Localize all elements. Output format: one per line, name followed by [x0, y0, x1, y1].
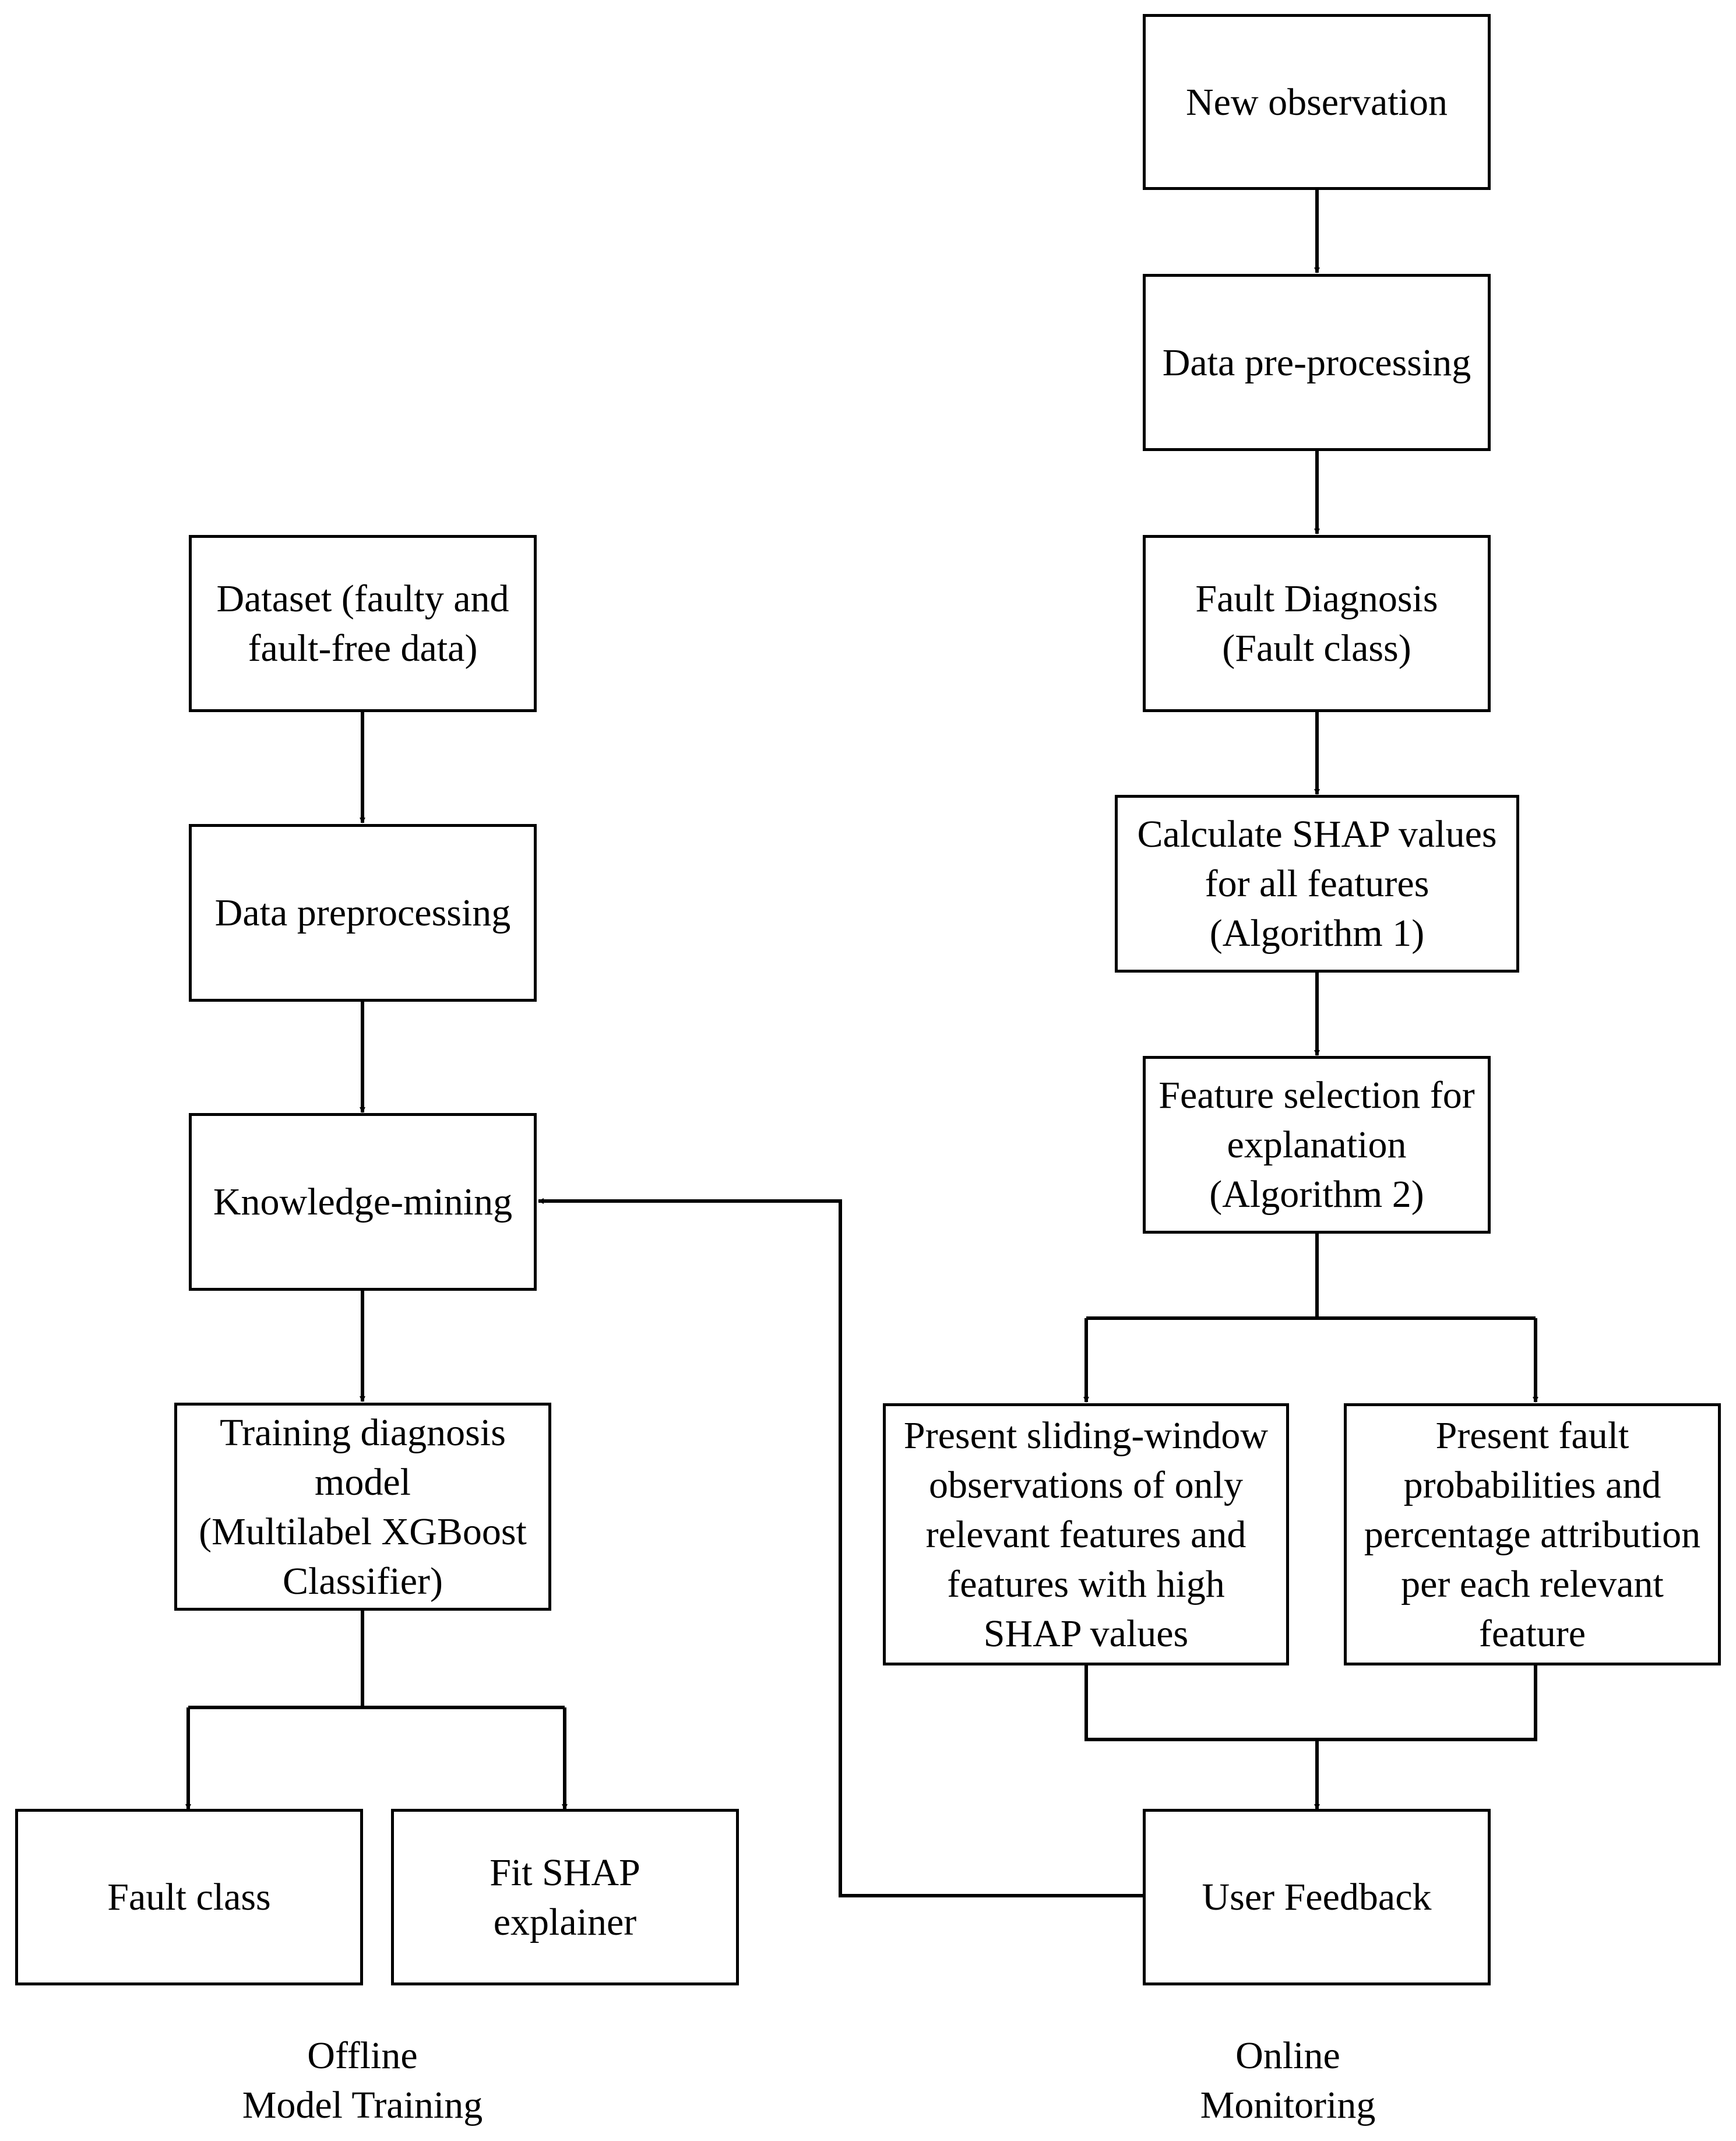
online-caption: Online Monitoring — [1200, 2034, 1376, 2126]
offline-caption: Offline Model Training — [242, 2034, 483, 2126]
training-diagnosis-model-box: Training diagnosis model (Multilabel XGB… — [174, 1403, 551, 1611]
fit-shap-explainer-label: Fit SHAP explainer — [490, 1851, 640, 1943]
fault-class-box: Fault class — [15, 1809, 363, 1985]
feature-selection-label: Feature selection for explanation (Algor… — [1158, 1074, 1475, 1216]
new-observation-label: New observation — [1185, 80, 1448, 124]
connector-presents-merge — [1084, 1664, 1537, 1741]
new-observation-box: New observation — [1143, 14, 1491, 190]
knowledge-mining-label: Knowledge-mining — [213, 1181, 513, 1223]
dataset-box: Dataset (faulty and fault-free data) — [189, 535, 537, 712]
present-sliding-window-label: Present sliding-window observations of o… — [903, 1414, 1269, 1655]
training-diagnosis-model-label: Training diagnosis model (Multilabel XGB… — [199, 1411, 527, 1603]
present-fault-probabilities-box: Present fault probabilities and percenta… — [1344, 1403, 1721, 1665]
connector-training-split — [188, 1610, 565, 1709]
feature-selection-box: Feature selection for explanation (Algor… — [1143, 1056, 1491, 1234]
fault-class-label: Fault class — [107, 1876, 271, 1918]
present-fault-probabilities-label: Present fault probabilities and percenta… — [1364, 1414, 1701, 1655]
data-pre-processing-box: Data pre-processing — [1143, 274, 1491, 451]
fault-diagnosis-label: Fault Diagnosis (Fault class) — [1195, 577, 1438, 670]
dataset-label: Dataset (faulty and fault-free data) — [216, 577, 509, 670]
knowledge-mining-box: Knowledge-mining — [189, 1113, 537, 1291]
present-sliding-window-box: Present sliding-window observations of o… — [883, 1403, 1289, 1665]
data-pre-processing-label: Data pre-processing — [1162, 341, 1471, 384]
calculate-shap-values-box: Calculate SHAP values for all features (… — [1115, 795, 1519, 973]
data-preprocessing-label: Data preprocessing — [214, 892, 511, 934]
fit-shap-explainer-box: Fit SHAP explainer — [391, 1809, 739, 1985]
connector-feature-selection-split — [1086, 1233, 1536, 1320]
data-preprocessing-box: Data preprocessing — [189, 824, 537, 1002]
user-feedback-box: User Feedback — [1143, 1809, 1491, 1985]
user-feedback-label: User Feedback — [1202, 1876, 1432, 1918]
fault-diagnosis-box: Fault Diagnosis (Fault class) — [1143, 535, 1491, 712]
calculate-shap-values-label: Calculate SHAP values for all features (… — [1137, 813, 1497, 955]
arrow-user-feedback-to-knowledge-mining — [538, 1198, 1146, 1897]
